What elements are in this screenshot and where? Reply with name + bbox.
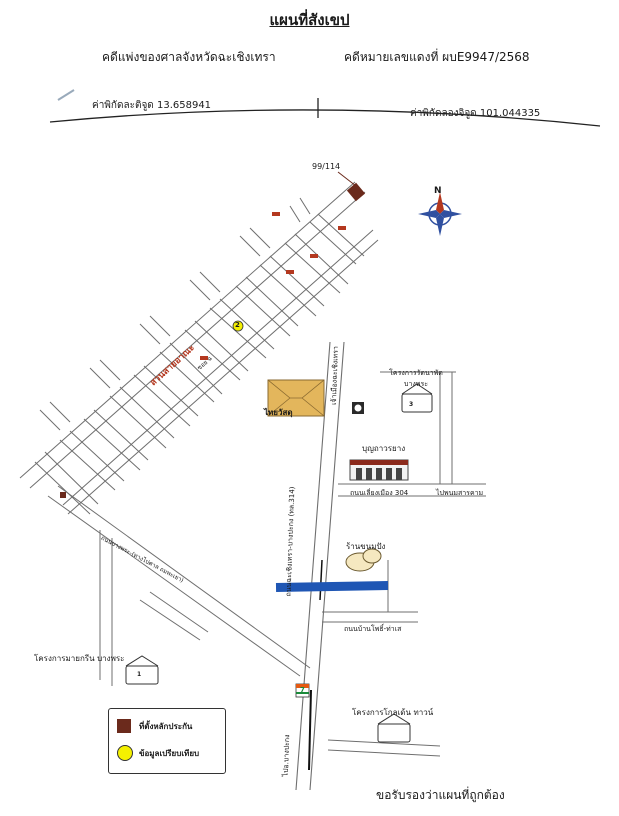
compass-north-label: N [434, 186, 442, 196]
bank-icon [352, 402, 364, 414]
header-arc-line [49, 109, 601, 127]
project-golden-label: โครงการโกลเด้น ทาวน์ [352, 708, 434, 717]
main-road-north-label: เจ้าเมืองฉะเชิงเทรา [329, 345, 340, 406]
road-lower-label: ถนนบ้านโพธิ์-ท่าเส [344, 625, 402, 633]
legend-collateral-icon [117, 719, 131, 733]
road-right-label: ไปพนมสารคาม [436, 489, 484, 497]
canal [275, 580, 389, 592]
small-collateral-mark [60, 492, 66, 498]
marker-3-number: 3 [409, 401, 414, 408]
grid-sign-marks [200, 212, 346, 360]
main-road-center-mark [308, 689, 312, 771]
project-icon-golden [377, 713, 411, 743]
diagonal-road [47, 485, 311, 686]
main-road [295, 341, 345, 791]
latitude-label: ค่าพิกัดละติจูด 13.658941 [92, 100, 212, 111]
certification-text: ขอรับรองว่าแผนที่ถูกต้อง [376, 788, 505, 802]
legend-comparable-icon [117, 745, 133, 761]
header-mark [57, 89, 75, 101]
bakery-label: ร้านขนมปัง [346, 542, 386, 551]
bottom-road-label: ไปอ.บางปะกง [281, 734, 292, 777]
east-roads [322, 371, 486, 757]
plot-number-label: 99/114 [312, 162, 341, 171]
road-304-label: ถนนเลี่ยงเมือง 304 [350, 489, 409, 497]
collateral-location-marker [337, 171, 366, 202]
legend-collateral-label: ที่ตั้งหลักประกัน [139, 722, 193, 731]
marker-2-number: 2 [235, 321, 240, 329]
case-number: คดีหมายเลขแดงที่ ผบE9947/2568 [344, 50, 530, 64]
court-name: คดีแพ่งของศาลจังหวัดฉะเชิงเทรา [102, 50, 276, 64]
legend-comparable-label: ข้อมูลเปรียบเทียบ [139, 749, 200, 758]
project-icon-ratana [401, 383, 433, 413]
longitude-label: ค่าพิกัดลองจิจูด 101.044335 [410, 108, 541, 119]
compass-rose [418, 192, 462, 236]
seven-eleven-icon [295, 683, 310, 698]
village-road-grid [19, 181, 379, 515]
project-mygreen-label: โครงการมายกรีน บางพระ [34, 654, 125, 663]
legend: ที่ตั้งหลักประกัน ข้อมูลเปรียบเทียบ [108, 708, 226, 774]
bakery-icon [345, 548, 382, 572]
seven-eleven-label: 7 [300, 686, 305, 694]
boonthavorn-label: บุญถาวรยาง [362, 444, 406, 453]
thai-wasadu-building [267, 379, 325, 417]
project-icon-mygreen [125, 655, 159, 685]
marker-1-number: 1 [137, 671, 142, 678]
map-title: แผนที่สังเขป [269, 11, 350, 29]
boonthavorn-store [349, 459, 409, 481]
main-road-mark-2 [319, 559, 323, 601]
thai-wasadu-label: ไทยวัสดุ [264, 408, 293, 417]
comparable-marker-2 [232, 320, 244, 332]
project-ratana-label: โครงการรัตนาพัต บางพระ [389, 369, 443, 388]
